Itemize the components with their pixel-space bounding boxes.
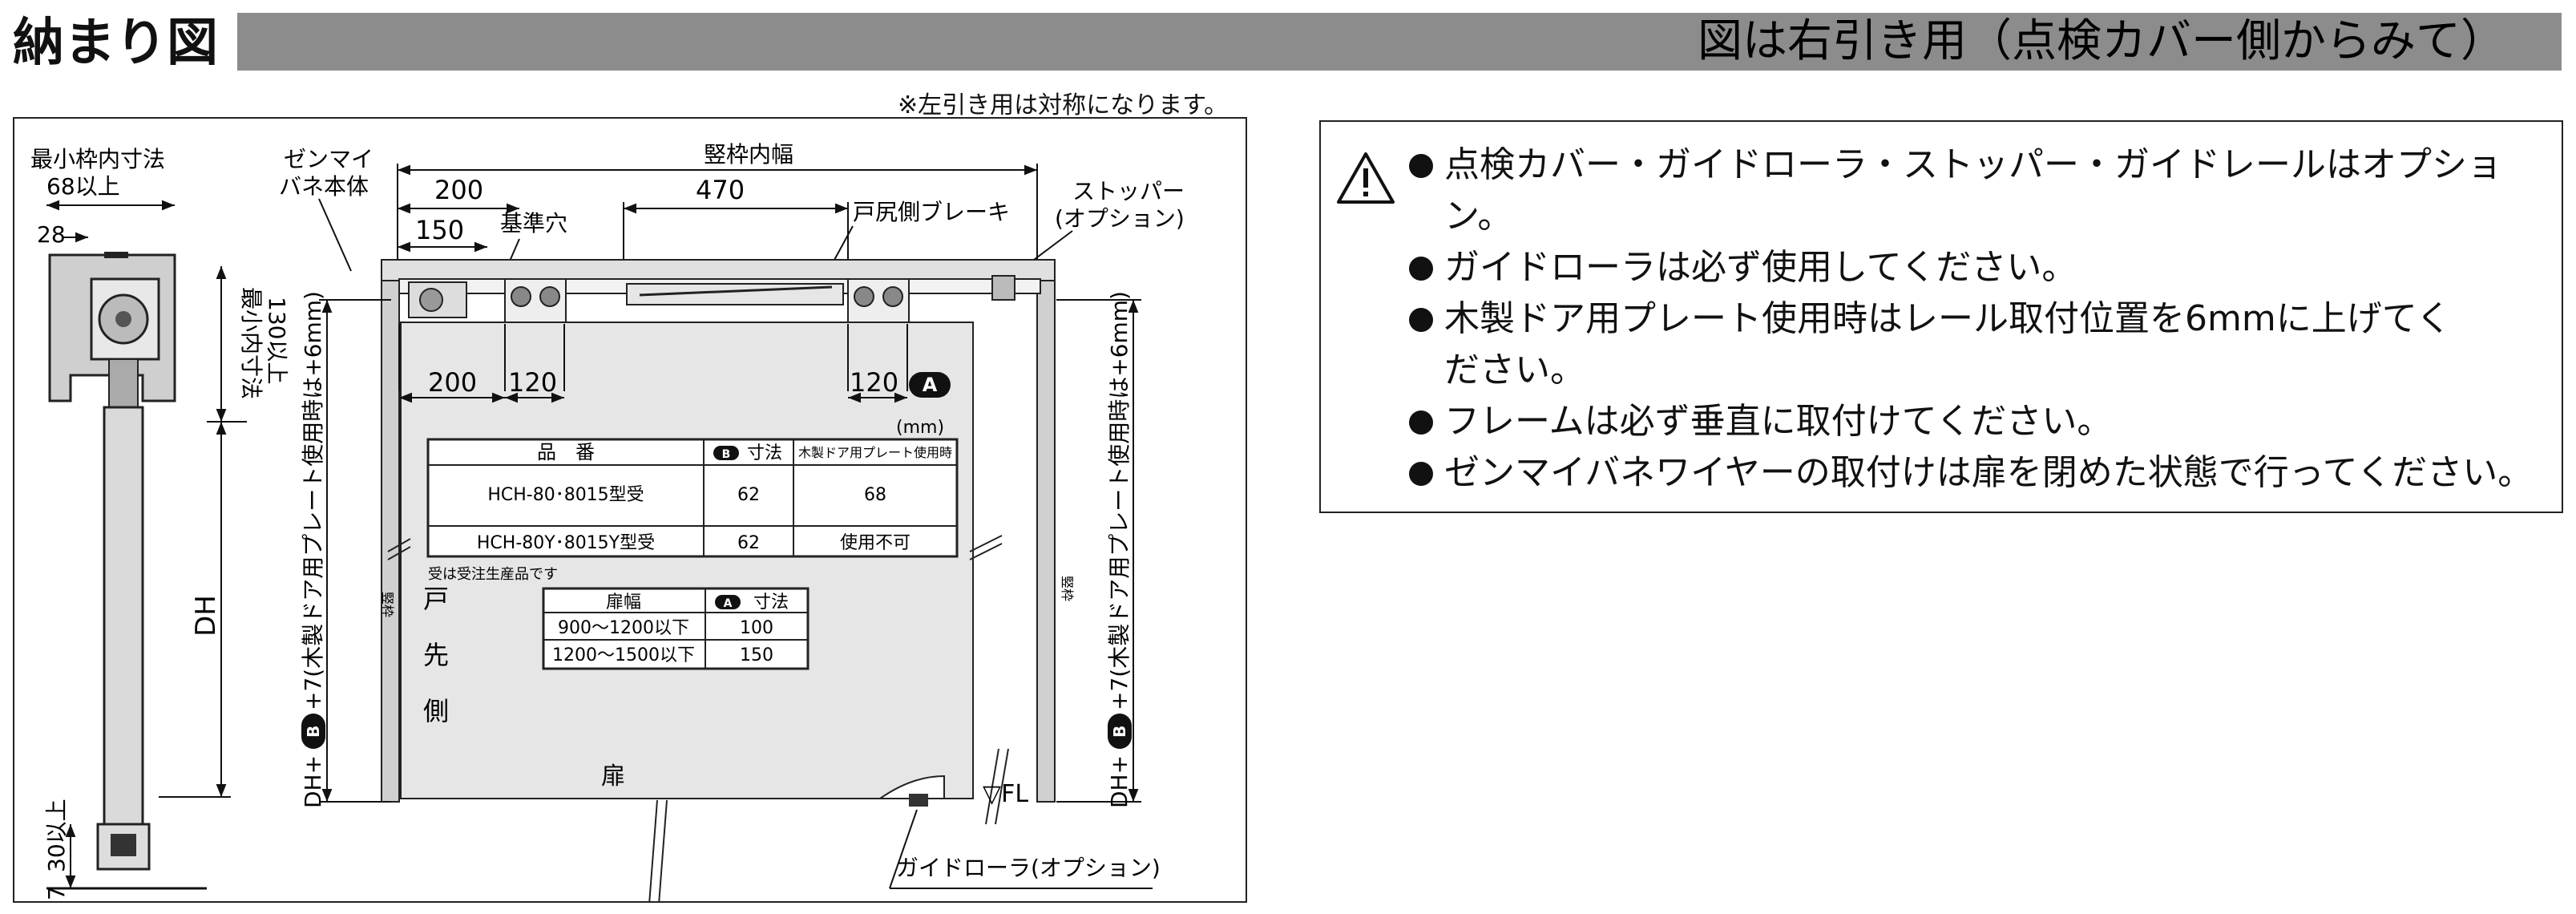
- table-cell: 使用不可: [840, 533, 910, 553]
- dim-30: 30以上: [43, 799, 70, 872]
- dim-200-top: 200: [434, 175, 483, 205]
- header-bar: 図は右引き用（点検カバー側からみて）: [237, 13, 2562, 71]
- dim-200-bottom: 200: [428, 367, 477, 398]
- ref-hole-label: 基準穴: [500, 210, 567, 237]
- diagram-frame: 最小枠内寸法 68以上 28 最小内寸法 130以上 DH 30以上 7: [13, 117, 1247, 905]
- notes-list: 点検カバー・ガイドローラ・ストッパー・ガイドレールはオプション。 ガイドローラは…: [1409, 140, 2562, 499]
- made-to-order-note: 受は受注生産品です: [428, 566, 558, 583]
- th-width-dim: 寸法: [753, 592, 789, 613]
- installation-diagram: 最小枠内寸法 68以上 28 最小内寸法 130以上 DH 30以上 7: [30, 141, 1185, 905]
- min-frame-label: 最小枠内寸法: [30, 146, 165, 172]
- frame-label-right: 竪枠: [1060, 576, 1075, 601]
- header-beam: [381, 259, 1056, 281]
- table-row: 900～1200以下: [558, 618, 689, 638]
- table-row: HCH-80Y･8015Y型受: [477, 533, 655, 553]
- brake-label: 戸尻側ブレーキ: [853, 199, 1010, 225]
- min-inner-h-label: 最小内寸法: [238, 287, 264, 399]
- fl-label: ▽FL: [983, 780, 1028, 808]
- th-dimension: 寸法: [747, 443, 782, 463]
- stopper-label: ストッパー: [1072, 178, 1185, 204]
- spring-label-2: バネ本体: [279, 173, 369, 200]
- header-caption: 図は右引き用（点検カバー側からみて）: [1698, 15, 2505, 67]
- svg-text:B: B: [304, 726, 323, 738]
- product-table: 品 番 B 寸法 木製ドア用プレート使用時 HCH-80･8015型受 62 6…: [426, 438, 959, 558]
- list-item: ゼンマイバネワイヤーの取付けは扉を閉めた状態で行ってください。: [1409, 447, 2562, 499]
- door-label: 扉: [601, 762, 625, 791]
- dim-7: 7: [43, 886, 70, 900]
- min-frame-value: 68以上: [46, 173, 120, 200]
- right-dim-label-2: +7(木製ドア用プレート使用時は+6mm): [1106, 291, 1133, 710]
- svg-text:B: B: [722, 448, 731, 461]
- spring-label: ゼンマイ: [284, 146, 373, 172]
- dim-120-left: 120: [508, 367, 557, 398]
- mirror-note: ※左引き用は対称になります。: [898, 91, 1229, 119]
- list-item: ガイドローラは必ず使用してください。: [1409, 242, 2562, 293]
- dim-dh-side: DH: [190, 595, 222, 637]
- table-cell: 150: [740, 645, 773, 665]
- warning-icon: [1337, 152, 1395, 204]
- table-row: HCH-80･8015型受: [487, 485, 644, 505]
- right-dim-label: DH+: [1106, 755, 1133, 808]
- guide-roller-label: ガイドローラ(オプション): [896, 855, 1161, 881]
- left-dim-label-2: +7(木製ドア用プレート使用時は+6mm): [300, 291, 326, 710]
- badge-a-text: A: [923, 374, 938, 396]
- table-cell: 68: [864, 485, 886, 505]
- list-item: 木製ドア用プレート使用時はレール取付位置を6mmに上げてく: [1409, 293, 2562, 345]
- min-inner-h-value: 130以上: [264, 297, 290, 384]
- svg-text:A: A: [724, 597, 733, 610]
- door-edge-char-2: 先: [423, 640, 449, 670]
- list-item-continuation: ださい。: [1444, 350, 1585, 390]
- inner-width-label: 竪枠内幅: [704, 141, 793, 168]
- table-cell: 62: [737, 485, 760, 505]
- stopper: [991, 275, 1015, 301]
- list-item: 点検カバー・ガイドローラ・ストッパー・ガイドレールはオプション。: [1409, 140, 2562, 242]
- side-view: 最小枠内寸法 68以上 28 最小内寸法 130以上 DH 30以上 7: [30, 146, 290, 900]
- table-cell: 62: [737, 533, 760, 553]
- th-door-width: 扉幅: [606, 592, 641, 613]
- svg-text:B: B: [1110, 726, 1129, 738]
- th-wood-plate: 木製ドア用プレート使用時: [798, 445, 952, 460]
- guide-roller: [877, 774, 945, 799]
- frame-label-left: 竪枠: [380, 592, 395, 617]
- notes-box: 点検カバー・ガイドローラ・ストッパー・ガイドレールはオプション。 ガイドローラは…: [1319, 120, 2563, 513]
- page-title: 納まり図: [13, 14, 218, 73]
- door-edge-char-3: 側: [423, 696, 449, 726]
- list-item: フレームは必ず垂直に取付けてください。: [1409, 396, 2562, 447]
- table-cell: 100: [740, 618, 773, 638]
- width-table: 扉幅 A 寸法 900～1200以下 100 1200～1500以下 150: [542, 587, 810, 670]
- front-view: ゼンマイ バネ本体 竪枠内幅 200 150 基準穴 470 戸尻側ブレーキ ス…: [279, 141, 1185, 905]
- door-panel-side: [103, 406, 144, 858]
- th-product: 品 番: [537, 441, 595, 463]
- dim-470: 470: [696, 175, 745, 205]
- door-edge-char-1: 戸: [423, 584, 449, 614]
- badge-a: [909, 372, 951, 398]
- table-row: 1200～1500以下: [552, 645, 695, 665]
- dim-28: 28: [37, 221, 66, 248]
- dim-120-right: 120: [850, 367, 898, 398]
- stopper-option-label: (オプション): [1055, 205, 1185, 232]
- right-frame: [1036, 259, 1056, 803]
- left-dim-label: DH+: [300, 755, 326, 808]
- unit-mm: (mm): [896, 418, 944, 438]
- left-frame: [381, 259, 400, 803]
- dim-150: 150: [415, 215, 464, 245]
